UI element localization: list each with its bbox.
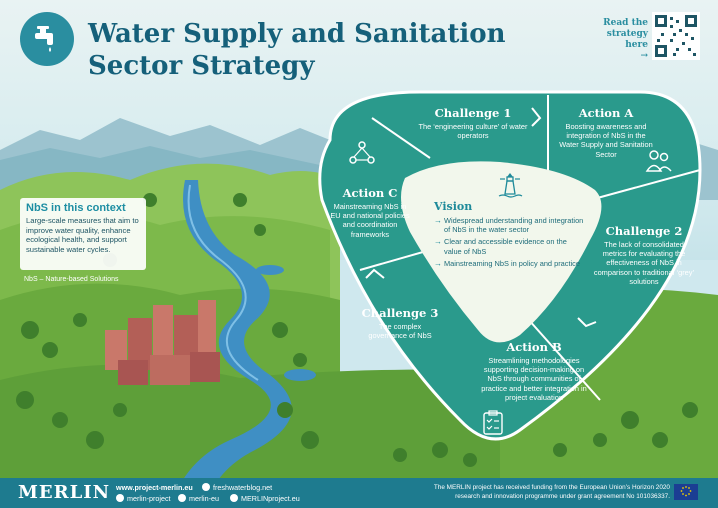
action-c: Action C Mainstreaming NbS in EU and nat… xyxy=(330,186,410,239)
vision-item: Mainstreaming NbS in policy and practice xyxy=(434,259,584,268)
nbs-context-box: NbS in this context Large-scale measures… xyxy=(20,198,146,270)
vision-item: Widespread understanding and integration… xyxy=(434,216,584,234)
read-line-2: strategy xyxy=(606,29,648,39)
page-title: Water Supply and Sanitation Sector Strat… xyxy=(88,18,528,82)
water-tap-icon xyxy=(20,12,74,66)
checklist-icon xyxy=(483,410,503,435)
challenge-2-title: Challenge 2 xyxy=(605,224,683,238)
title-line-1: Water Supply and Sanitation xyxy=(88,19,506,49)
linkedin-text: merlin-eu xyxy=(189,494,219,503)
challenge-3: Challenge 3 The complex governance of Nb… xyxy=(360,306,440,340)
people-network-icon xyxy=(349,141,375,164)
read-strategy-link[interactable]: Read the strategy here → xyxy=(590,18,648,62)
nbs-context-title: NbS in this context xyxy=(26,202,126,214)
qr-code[interactable] xyxy=(652,12,700,60)
twitter-text: merlin-project xyxy=(127,494,171,503)
vision-list: Widespread understanding and integration… xyxy=(434,216,584,268)
action-c-title: Action C xyxy=(342,186,398,200)
funding-line-1: The MERLIN project has received funding … xyxy=(433,484,670,491)
web-link[interactable]: www.project-merlin.eu xyxy=(116,483,193,492)
funding-line-2: research and innovation programme under … xyxy=(455,492,670,500)
title-line-2: Sector Strategy xyxy=(88,51,315,81)
nbs-context-text: Large-scale measures that aim to improve… xyxy=(26,216,139,254)
action-b: Action B Streamlining methodologies supp… xyxy=(478,340,590,402)
arrow-right-icon: → xyxy=(640,51,648,61)
action-b-title: Action B xyxy=(506,340,562,354)
action-a: Action A Boosting awareness and integrat… xyxy=(556,106,656,159)
action-a-text: Boosting awareness and integration of Nb… xyxy=(559,122,653,159)
challenge-1-title: Challenge 1 xyxy=(434,106,512,120)
action-c-text: Mainstreaming NbS in EU and national pol… xyxy=(330,202,410,239)
footer-bar xyxy=(0,478,718,508)
lighthouse-icon xyxy=(498,173,523,198)
blog-text: freshwaterblog.net xyxy=(213,483,273,492)
challenge-3-text: The complex governance of NbS xyxy=(368,322,432,341)
challenge-2-text: The lack of consolidated metrics for eva… xyxy=(593,240,695,286)
blog-link[interactable]: freshwaterblog.net xyxy=(202,483,272,492)
linkedin-icon xyxy=(178,494,186,502)
challenge-1-text: The ‘engineering culture’ of water opera… xyxy=(418,122,528,141)
people-icon xyxy=(645,150,672,172)
vision-block: Vision Widespread understanding and inte… xyxy=(434,200,584,271)
web-text: www.project-merlin.eu xyxy=(116,483,193,492)
nbs-footnote: NbS – Nature-based Solutions xyxy=(24,276,119,283)
facebook-icon xyxy=(230,494,238,502)
twitter-link[interactable]: merlin-project xyxy=(116,494,171,503)
blog-icon xyxy=(202,483,210,491)
facebook-text: MERLINproject.eu xyxy=(241,494,300,503)
challenge-1: Challenge 1 The ‘engineering culture’ of… xyxy=(418,106,528,140)
vision-title: Vision xyxy=(434,200,473,213)
read-line-1: Read the xyxy=(603,18,648,28)
action-a-title: Action A xyxy=(578,106,634,120)
action-b-text: Streamlining methodologies supporting de… xyxy=(481,356,587,402)
merlin-logo: MERLIN xyxy=(18,482,111,503)
eu-flag-icon xyxy=(674,484,698,500)
read-line-3: here xyxy=(625,40,648,50)
linkedin-link[interactable]: merlin-eu xyxy=(178,494,219,503)
twitter-icon xyxy=(116,494,124,502)
funding-statement: The MERLIN project has received funding … xyxy=(388,484,670,501)
challenge-2: Challenge 2 The lack of consolidated met… xyxy=(592,224,696,286)
facebook-link[interactable]: MERLINproject.eu xyxy=(230,494,300,503)
vision-item: Clear and accessible evidence on the val… xyxy=(434,237,584,255)
challenge-3-title: Challenge 3 xyxy=(361,306,439,320)
